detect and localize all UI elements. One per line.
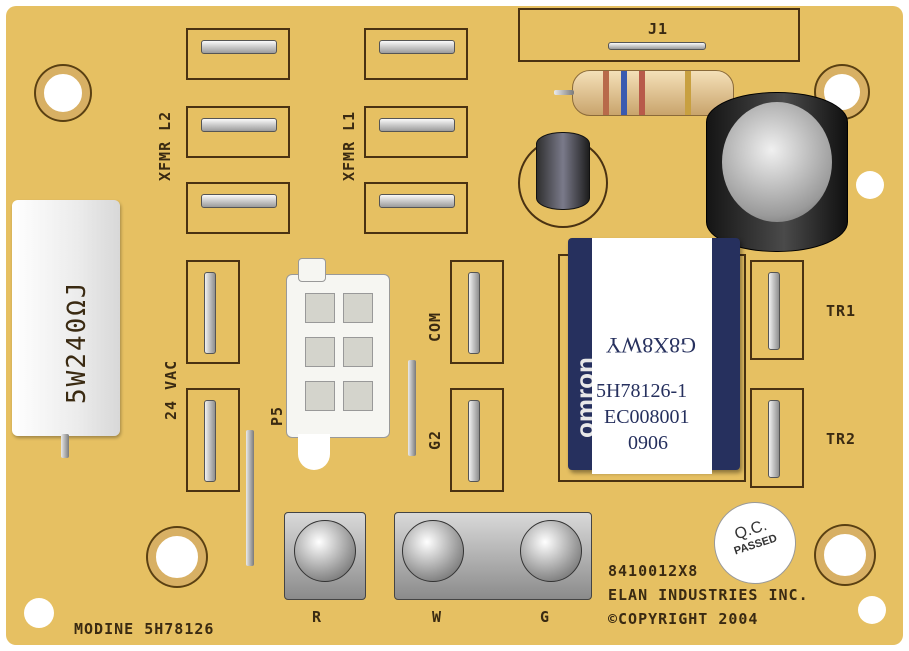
- j1-pin: [608, 42, 706, 50]
- spade-tab: [201, 118, 277, 132]
- tr2-terminal: [750, 388, 804, 488]
- xfmr-l1-terminal-3: [364, 182, 468, 234]
- resistor-lead: [61, 434, 69, 458]
- spade-tab: [379, 118, 455, 132]
- relay-line1: 5H78126-1: [596, 380, 688, 402]
- xfmr-l2-terminal-1: [186, 28, 290, 80]
- small-capacitor: [536, 132, 590, 210]
- p5-label: P5: [268, 405, 286, 426]
- g2-label: G2: [426, 429, 444, 450]
- small-hole: [24, 598, 54, 628]
- mounting-hole-bottom-left: [148, 528, 206, 586]
- ceramic-resistor-label: 5W240ΩJ: [62, 280, 92, 404]
- r-label: R: [312, 608, 323, 626]
- tr2-label: TR2: [826, 430, 857, 448]
- mounting-hole-top-left: [36, 66, 90, 120]
- tr1-terminal: [750, 260, 804, 360]
- screw-r: [294, 520, 356, 582]
- relay-line3: 0906: [628, 432, 668, 454]
- com-label: COM: [426, 311, 444, 342]
- p5-clip: [298, 434, 330, 470]
- g-label: G: [540, 608, 551, 626]
- large-capacitor-top: [722, 102, 832, 222]
- xfmr-l2-terminal-3: [186, 182, 290, 234]
- screw-g: [520, 520, 582, 582]
- spade-tab: [204, 400, 216, 482]
- spade-tab: [201, 40, 277, 54]
- xfmr-l1-label: XFMR L1: [340, 110, 358, 181]
- spade-tab: [379, 194, 455, 208]
- spade-tab: [468, 400, 480, 482]
- small-hole: [856, 171, 884, 199]
- xfmr-l2-label: XFMR L2: [156, 110, 174, 181]
- circuit-board: J1 XFMR L2 XFMR L1 5W240ΩJ 24 VAC: [6, 6, 903, 645]
- mounting-hole-bottom-right: [816, 526, 874, 584]
- spade-tab: [204, 272, 216, 354]
- screw-w: [402, 520, 464, 582]
- resistor-lead: [554, 90, 574, 95]
- jumper-wire: [408, 360, 416, 456]
- spade-tab: [768, 400, 780, 478]
- small-hole: [858, 596, 886, 624]
- vac-terminal-top: [186, 260, 240, 364]
- j1-header-outline: [518, 8, 800, 62]
- xfmr-l1-terminal-1: [364, 28, 468, 80]
- xfmr-l2-terminal-2: [186, 106, 290, 158]
- j1-label: J1: [648, 20, 669, 38]
- spade-tab: [201, 194, 277, 208]
- spade-tab: [768, 272, 780, 350]
- relay-sticker: [592, 238, 712, 474]
- spade-tab: [468, 272, 480, 354]
- tr1-label: TR1: [826, 302, 857, 320]
- g2-terminal: [450, 388, 504, 492]
- relay-line2: EC008001: [604, 406, 690, 428]
- modine-label: MODINE 5H78126: [74, 620, 215, 638]
- copyright-label: ©COPYRIGHT 2004: [608, 610, 759, 628]
- part-number-label: 8410012X8: [608, 562, 699, 580]
- w-label: W: [432, 608, 443, 626]
- relay-model: G8X8WY: [605, 333, 696, 358]
- maker-label: ELAN INDUSTRIES INC.: [608, 586, 809, 604]
- p5-latch: [298, 258, 326, 282]
- spade-tab: [379, 40, 455, 54]
- xfmr-l1-terminal-2: [364, 106, 468, 158]
- jumper-wire: [246, 430, 254, 566]
- vac-terminal-bottom: [186, 388, 240, 492]
- com-terminal: [450, 260, 504, 364]
- ceramic-resistor: [12, 200, 120, 436]
- qc-sticker: Q.C. PASSED: [703, 491, 807, 595]
- vac-label: 24 VAC: [162, 359, 180, 420]
- band-resistor: [572, 70, 734, 116]
- p5-connector: [286, 274, 390, 438]
